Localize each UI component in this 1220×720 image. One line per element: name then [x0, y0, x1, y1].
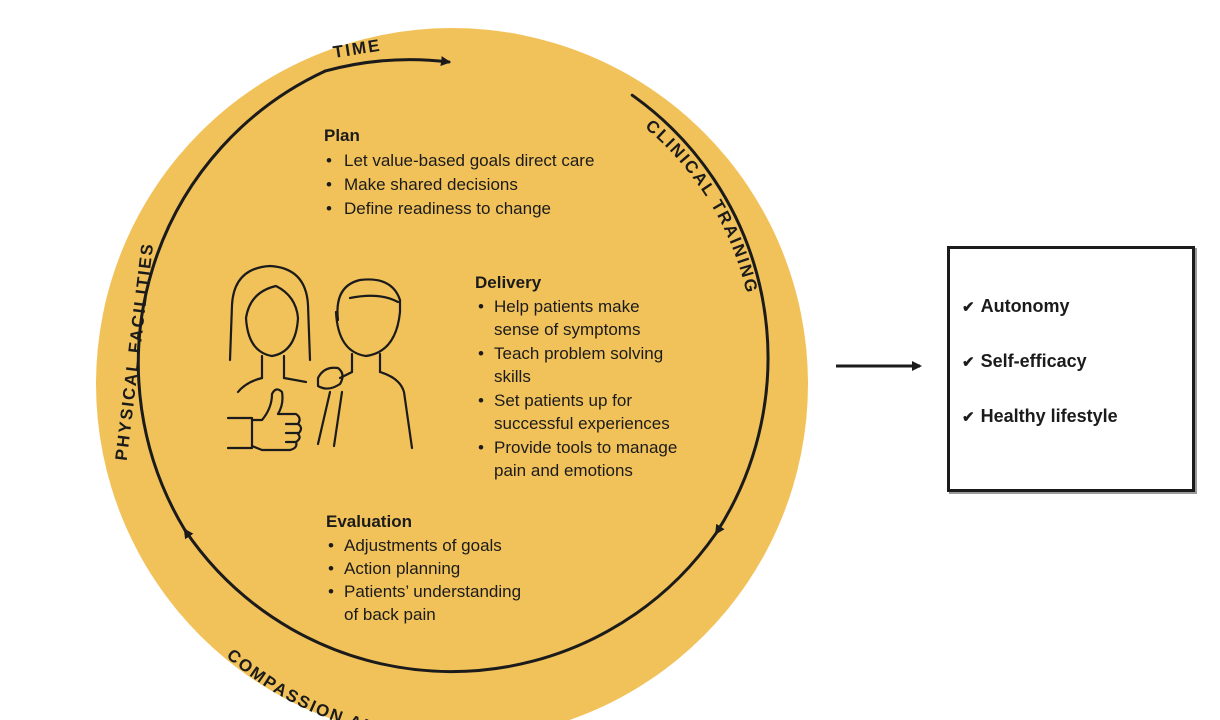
cycle-ring [136, 56, 770, 674]
cycle-arrow-top [323, 56, 451, 73]
svg-text:•: • [326, 151, 332, 170]
evaluation-item: • Patients’ understanding of back pain [328, 582, 521, 624]
svg-text:of back pain: of back pain [344, 605, 436, 624]
svg-text:Teach problem solving: Teach problem solving [494, 344, 663, 363]
plan-section: Plan • Let value-based goals direct care… [324, 126, 594, 218]
svg-text:Adjustments of goals: Adjustments of goals [344, 536, 502, 555]
check-icon: ✔ [962, 354, 975, 371]
svg-text:skills: skills [494, 367, 531, 386]
plan-item: • Define readiness to change [326, 199, 551, 218]
delivery-item: • Teach problem solving skills [478, 344, 663, 386]
svg-text:pain and emotions: pain and emotions [494, 461, 633, 480]
svg-text:•: • [478, 344, 484, 363]
svg-text:•: • [478, 438, 484, 457]
svg-text:•: • [328, 536, 334, 555]
evaluation-item: • Action planning [328, 559, 460, 578]
delivery-item: • Help patients make sense of symptoms [478, 297, 640, 339]
outcome-label: Self-efficacy [980, 351, 1087, 371]
svg-text:Patients’ understanding: Patients’ understanding [344, 582, 521, 601]
outcome-item: ✔ Autonomy [962, 296, 1070, 317]
delivery-item: • Set patients up for successful experie… [478, 391, 670, 433]
svg-text:Help patients make: Help patients make [494, 297, 640, 316]
evaluation-item: • Adjustments of goals [328, 536, 502, 555]
check-icon: ✔ [962, 409, 975, 426]
plan-item: • Let value-based goals direct care [326, 151, 594, 170]
svg-text:Define readiness to change: Define readiness to change [344, 199, 551, 218]
outcome-label: Healthy lifestyle [980, 406, 1118, 426]
svg-text:•: • [328, 582, 334, 601]
plan-title: Plan [324, 126, 360, 145]
outcome-item: ✔ Healthy lifestyle [962, 406, 1118, 427]
svg-text:•: • [326, 199, 332, 218]
delivery-title: Delivery [475, 273, 542, 292]
outcome-label: Autonomy [980, 296, 1070, 316]
svg-text:•: • [326, 175, 332, 194]
svg-text:•: • [478, 297, 484, 316]
svg-text:Action planning: Action planning [344, 559, 460, 578]
cycle-arrow-right [630, 93, 770, 535]
cycle-arrow-bottom [183, 528, 718, 674]
delivery-item: • Provide tools to manage pain and emoti… [478, 438, 677, 480]
care-cycle-circle [96, 28, 808, 720]
patient-and-clinician-icon [228, 264, 414, 450]
svg-text:Make shared decisions: Make shared decisions [344, 175, 518, 194]
plan-item: • Make shared decisions [326, 175, 518, 194]
svg-text:Provide tools to manage: Provide tools to manage [494, 438, 677, 457]
delivery-section: Delivery • Help patients make sense of s… [475, 273, 677, 480]
evaluation-title: Evaluation [326, 512, 412, 531]
svg-text:•: • [328, 559, 334, 578]
svg-text:•: • [478, 391, 484, 410]
svg-text:Set patients up for: Set patients up for [494, 391, 632, 410]
thumbs-up-icon [226, 388, 303, 452]
cycle-arc-left [136, 69, 327, 532]
evaluation-section: Evaluation • Adjustments of goals • Acti… [326, 512, 521, 624]
svg-text:sense of symptoms: sense of symptoms [494, 320, 640, 339]
svg-text:successful experiences: successful experiences [494, 414, 670, 433]
check-icon: ✔ [962, 299, 975, 316]
outcome-item: ✔ Self-efficacy [962, 351, 1087, 372]
outcomes-box: ✔ Autonomy ✔ Self-efficacy ✔ Healthy lifest… [947, 246, 1195, 492]
svg-text:Let value-based goals direct c: Let value-based goals direct care [344, 151, 594, 170]
